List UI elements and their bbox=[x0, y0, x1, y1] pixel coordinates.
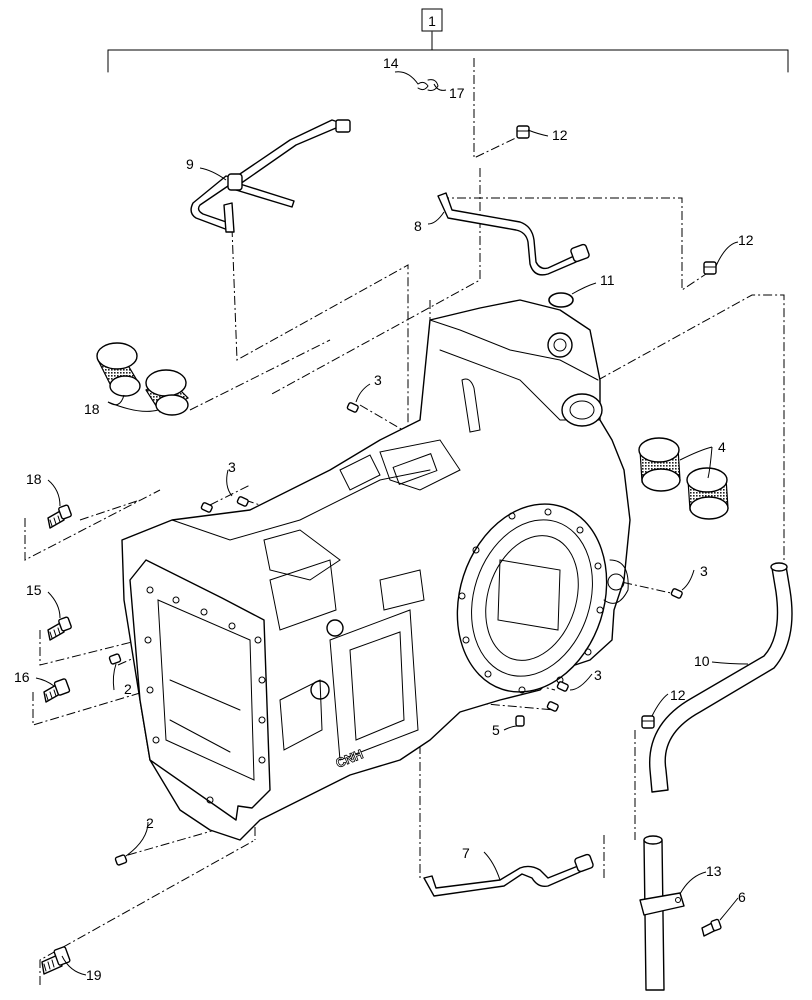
dowel-pin-3-lower-a[interactable] bbox=[556, 681, 569, 692]
tube-7[interactable] bbox=[423, 853, 594, 897]
callout-9[interactable]: 9 bbox=[186, 156, 194, 172]
dowel-pin-5[interactable] bbox=[515, 715, 525, 727]
callout-2-upper[interactable]: 2 bbox=[124, 681, 132, 697]
plug-12-right[interactable] bbox=[703, 261, 717, 275]
callout-3-left[interactable]: 3 bbox=[228, 459, 236, 475]
callout-15[interactable]: 15 bbox=[26, 582, 42, 598]
flange-bolt-holes bbox=[144, 586, 266, 804]
bushing-4-lower[interactable] bbox=[686, 467, 729, 520]
callout-14[interactable]: 14 bbox=[383, 55, 399, 71]
callout-17[interactable]: 17 bbox=[449, 85, 465, 101]
o-ring-11[interactable] bbox=[548, 292, 574, 308]
callout-12-top[interactable]: 12 bbox=[552, 127, 568, 143]
callout-16[interactable]: 16 bbox=[14, 669, 30, 685]
bolt-16[interactable] bbox=[43, 678, 71, 703]
leader-lines bbox=[35, 71, 749, 976]
callout-10[interactable]: 10 bbox=[694, 653, 710, 669]
dowel-pin-2-upper[interactable] bbox=[108, 653, 122, 665]
transmission-housing[interactable]: CNH bbox=[121, 299, 631, 841]
callout-8[interactable]: 8 bbox=[414, 218, 422, 234]
assembly-bracket: 1 bbox=[107, 8, 789, 73]
dowel-pin-3-left-b[interactable] bbox=[236, 496, 249, 507]
callout-11[interactable]: 11 bbox=[600, 272, 615, 288]
callout-18-bolt[interactable]: 18 bbox=[26, 471, 42, 487]
dowel-pin-3-right[interactable] bbox=[670, 588, 683, 599]
assembly-label-box[interactable] bbox=[421, 8, 443, 32]
dowel-pin-3-left-a[interactable] bbox=[200, 502, 213, 513]
assembly-label: 1 bbox=[428, 13, 436, 29]
tube-10[interactable] bbox=[649, 562, 793, 793]
callout-7[interactable]: 7 bbox=[462, 845, 470, 861]
dowel-pins bbox=[108, 402, 683, 866]
tube-assembly-9[interactable] bbox=[190, 119, 351, 233]
callout-4[interactable]: 4 bbox=[718, 439, 726, 455]
plug-12-bottom[interactable] bbox=[641, 715, 655, 729]
callout-12-bottom[interactable]: 12 bbox=[670, 687, 686, 703]
callout-19[interactable]: 19 bbox=[86, 967, 102, 983]
clip-17[interactable] bbox=[427, 79, 439, 91]
bore-bolt-holes bbox=[458, 508, 604, 694]
callout-3-lower[interactable]: 3 bbox=[594, 667, 602, 683]
callout-5[interactable]: 5 bbox=[492, 722, 500, 738]
callout-2-lower[interactable]: 2 bbox=[146, 815, 154, 831]
plug-12-top[interactable] bbox=[516, 125, 530, 139]
callout-3-right[interactable]: 3 bbox=[700, 563, 708, 579]
dowel-pin-2-lower[interactable] bbox=[114, 854, 128, 866]
callout-3-upper[interactable]: 3 bbox=[374, 372, 382, 388]
bolt-18[interactable] bbox=[47, 504, 72, 529]
clip-14[interactable] bbox=[417, 81, 429, 91]
callout-labels: 14 17 12 9 8 12 11 3 18 4 3 18 3 15 10 3… bbox=[14, 55, 754, 983]
callout-13[interactable]: 13 bbox=[706, 863, 722, 879]
callout-18-bushing[interactable]: 18 bbox=[84, 401, 100, 417]
bushing-18-upper[interactable] bbox=[96, 342, 141, 397]
dowel-pin-3-lower-b[interactable] bbox=[546, 701, 559, 712]
bolt-6[interactable] bbox=[701, 918, 722, 937]
callout-12-right[interactable]: 12 bbox=[738, 232, 754, 248]
tube-8[interactable] bbox=[437, 192, 590, 276]
bolt-15[interactable] bbox=[47, 616, 72, 641]
bolt-19[interactable] bbox=[41, 946, 71, 975]
bushing-18-lower[interactable] bbox=[145, 369, 190, 416]
bushing-4-upper[interactable] bbox=[638, 437, 681, 492]
dowel-pin-3-upper[interactable] bbox=[346, 402, 359, 413]
tube-13[interactable] bbox=[639, 835, 685, 991]
callout-6[interactable]: 6 bbox=[738, 889, 746, 905]
